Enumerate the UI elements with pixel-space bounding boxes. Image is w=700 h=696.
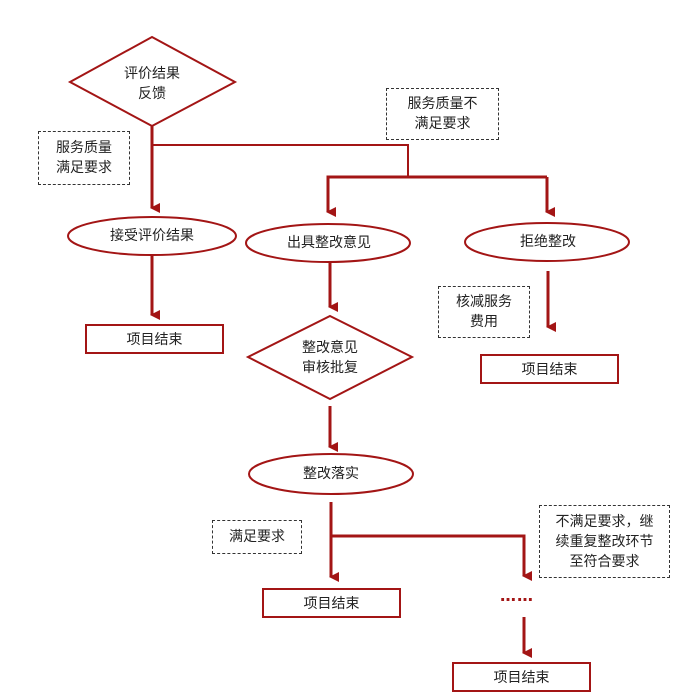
issue-opinion-shape — [245, 223, 411, 263]
issue-opinion-label: 出具整改意见 — [287, 235, 371, 251]
decision-feedback-label: 评价结果 反馈 — [124, 66, 180, 102]
end-satisfied-box: 项目结束 — [262, 588, 401, 618]
end-refuse-box: 项目结束 — [480, 354, 619, 384]
implement-label: 整改落实 — [303, 466, 359, 482]
edge-branch-issue — [326, 175, 547, 217]
end-accept-box: 项目结束 — [85, 324, 224, 354]
ellipsis-marker: …… — [500, 586, 534, 605]
end-final-box: 项目结束 — [452, 662, 591, 692]
edge-feedback-branch — [152, 144, 409, 177]
note-reduce-fee: 核减服务 费用 — [438, 286, 530, 338]
edge-implement-repeat — [331, 534, 532, 581]
note-satisfied: 满足要求 — [212, 520, 302, 554]
decision-review-shape — [245, 314, 415, 401]
implement-shape — [248, 453, 414, 495]
refuse-shape — [464, 222, 630, 262]
decision-review-label: 整改意见 审核批复 — [302, 340, 358, 376]
note-quality-ok: 服务质量 满足要求 — [38, 131, 130, 185]
accept-label: 接受评价结果 — [110, 228, 194, 244]
note-repeat: 不满足要求，继 续重复整改环节 至符合要求 — [539, 505, 670, 578]
note-quality-not-ok: 服务质量不 满足要求 — [386, 88, 499, 140]
refuse-label: 拒绝整改 — [520, 234, 576, 250]
